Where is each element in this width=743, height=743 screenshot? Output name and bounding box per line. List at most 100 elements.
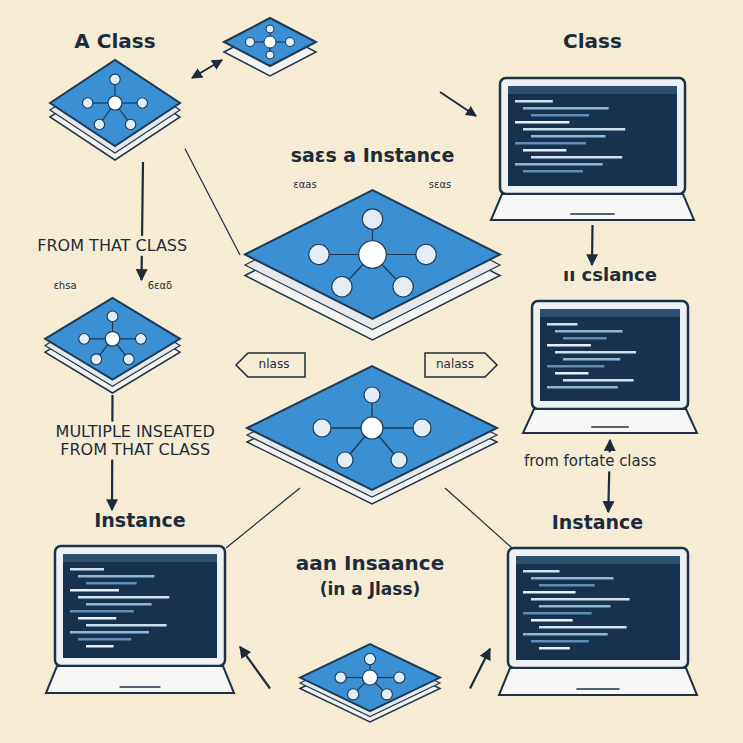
trackpad <box>591 426 628 428</box>
trackpad <box>120 686 161 688</box>
tag-label: nalass <box>426 358 484 372</box>
code-line <box>539 605 611 608</box>
node-heading: A Class <box>45 30 185 53</box>
network-diamond-node: A Class <box>45 30 185 162</box>
network-diamond-node: εhsa 6εαδ <box>40 280 185 395</box>
laptop-base <box>499 668 697 695</box>
arrow-tag <box>425 353 497 377</box>
arrow <box>142 162 144 280</box>
network-diamond-node: saεs a Instanceεαassεαs <box>240 145 505 345</box>
code-line <box>86 624 167 627</box>
node-heading: (in a Jlass) <box>270 580 470 600</box>
code-line <box>515 100 553 103</box>
arrow <box>440 92 476 116</box>
code-line <box>547 323 578 326</box>
node-heading: saεs a Instance <box>240 145 505 167</box>
icon-label: sεαs <box>410 179 470 191</box>
code-line <box>555 372 588 375</box>
network-hub <box>359 241 387 269</box>
window-bar <box>540 309 680 317</box>
network-diamond <box>224 18 316 66</box>
network-dot <box>348 689 359 700</box>
network-dot <box>381 689 392 700</box>
network-dot <box>123 354 134 365</box>
node-heading: Instance <box>490 512 705 534</box>
network-dot <box>309 244 329 264</box>
network-hub <box>105 332 120 347</box>
laptop-lid <box>508 548 688 668</box>
network-dot <box>94 119 104 129</box>
network-links <box>322 395 422 460</box>
code-line <box>531 114 589 117</box>
code-line <box>539 626 627 629</box>
edge-label: MULTIPLE INSEATED FROM THAT CLASS <box>31 421 240 460</box>
code-line <box>555 351 636 354</box>
code-line <box>523 570 560 573</box>
network-dot <box>135 333 146 344</box>
network-dot <box>364 653 375 664</box>
code-line <box>531 577 614 580</box>
network-dot <box>83 98 93 108</box>
code-line <box>555 330 623 333</box>
network-diamond <box>247 366 497 490</box>
code-line <box>523 612 592 615</box>
laptop-outline <box>480 30 705 225</box>
code-line <box>547 344 591 347</box>
icon-label: εhsa <box>40 280 90 292</box>
arrow <box>470 649 490 689</box>
code-line <box>78 638 131 641</box>
laptop-lid <box>55 546 225 666</box>
network-hub <box>108 96 122 110</box>
network-diamond <box>45 298 180 380</box>
code-line <box>515 121 569 124</box>
network-dots <box>246 25 295 59</box>
code-line <box>523 149 566 152</box>
code-line <box>523 591 576 594</box>
network-dot <box>107 311 118 322</box>
laptop-screen <box>508 86 677 186</box>
network-dots <box>313 387 431 468</box>
diamond-outline <box>40 280 185 395</box>
code-line <box>78 617 116 620</box>
laptop-screen <box>516 556 680 660</box>
code-line <box>531 135 606 138</box>
laptop-screen <box>540 309 680 401</box>
network-dot <box>335 672 346 683</box>
code-line <box>531 640 589 643</box>
code-line <box>78 596 169 599</box>
network-dot <box>416 244 436 264</box>
diamond-outline <box>270 552 470 727</box>
laptop-node: Instance <box>40 510 240 700</box>
icon-label: 6εαδ <box>135 280 185 292</box>
arrow-tag <box>236 353 305 377</box>
code-line <box>86 582 137 585</box>
code-line <box>515 142 586 145</box>
node-heading: Instance <box>40 510 240 532</box>
double-arrow <box>192 60 222 78</box>
network-dot <box>394 672 405 683</box>
code-line <box>78 575 154 578</box>
laptop-base <box>46 666 234 693</box>
laptop-node: Instance <box>490 512 705 702</box>
code-line <box>547 386 618 389</box>
code-line <box>539 647 570 650</box>
laptop-lid <box>500 78 685 194</box>
network-dot <box>110 74 120 84</box>
code-line <box>86 603 152 606</box>
network-diamond <box>245 190 500 319</box>
laptop-outline <box>490 512 705 702</box>
laptop-outline <box>520 265 700 440</box>
code-line <box>531 598 630 601</box>
leader-line <box>445 488 512 548</box>
window-bar <box>63 554 217 562</box>
network-dot <box>332 277 352 297</box>
code-line <box>86 645 114 648</box>
trackpad <box>576 688 619 690</box>
network-diamond <box>50 60 180 146</box>
code-line <box>523 633 608 636</box>
arrow <box>591 225 594 265</box>
network-diamond <box>300 644 440 711</box>
leader-line <box>226 488 300 548</box>
edge-label: from fortate class <box>498 452 682 471</box>
